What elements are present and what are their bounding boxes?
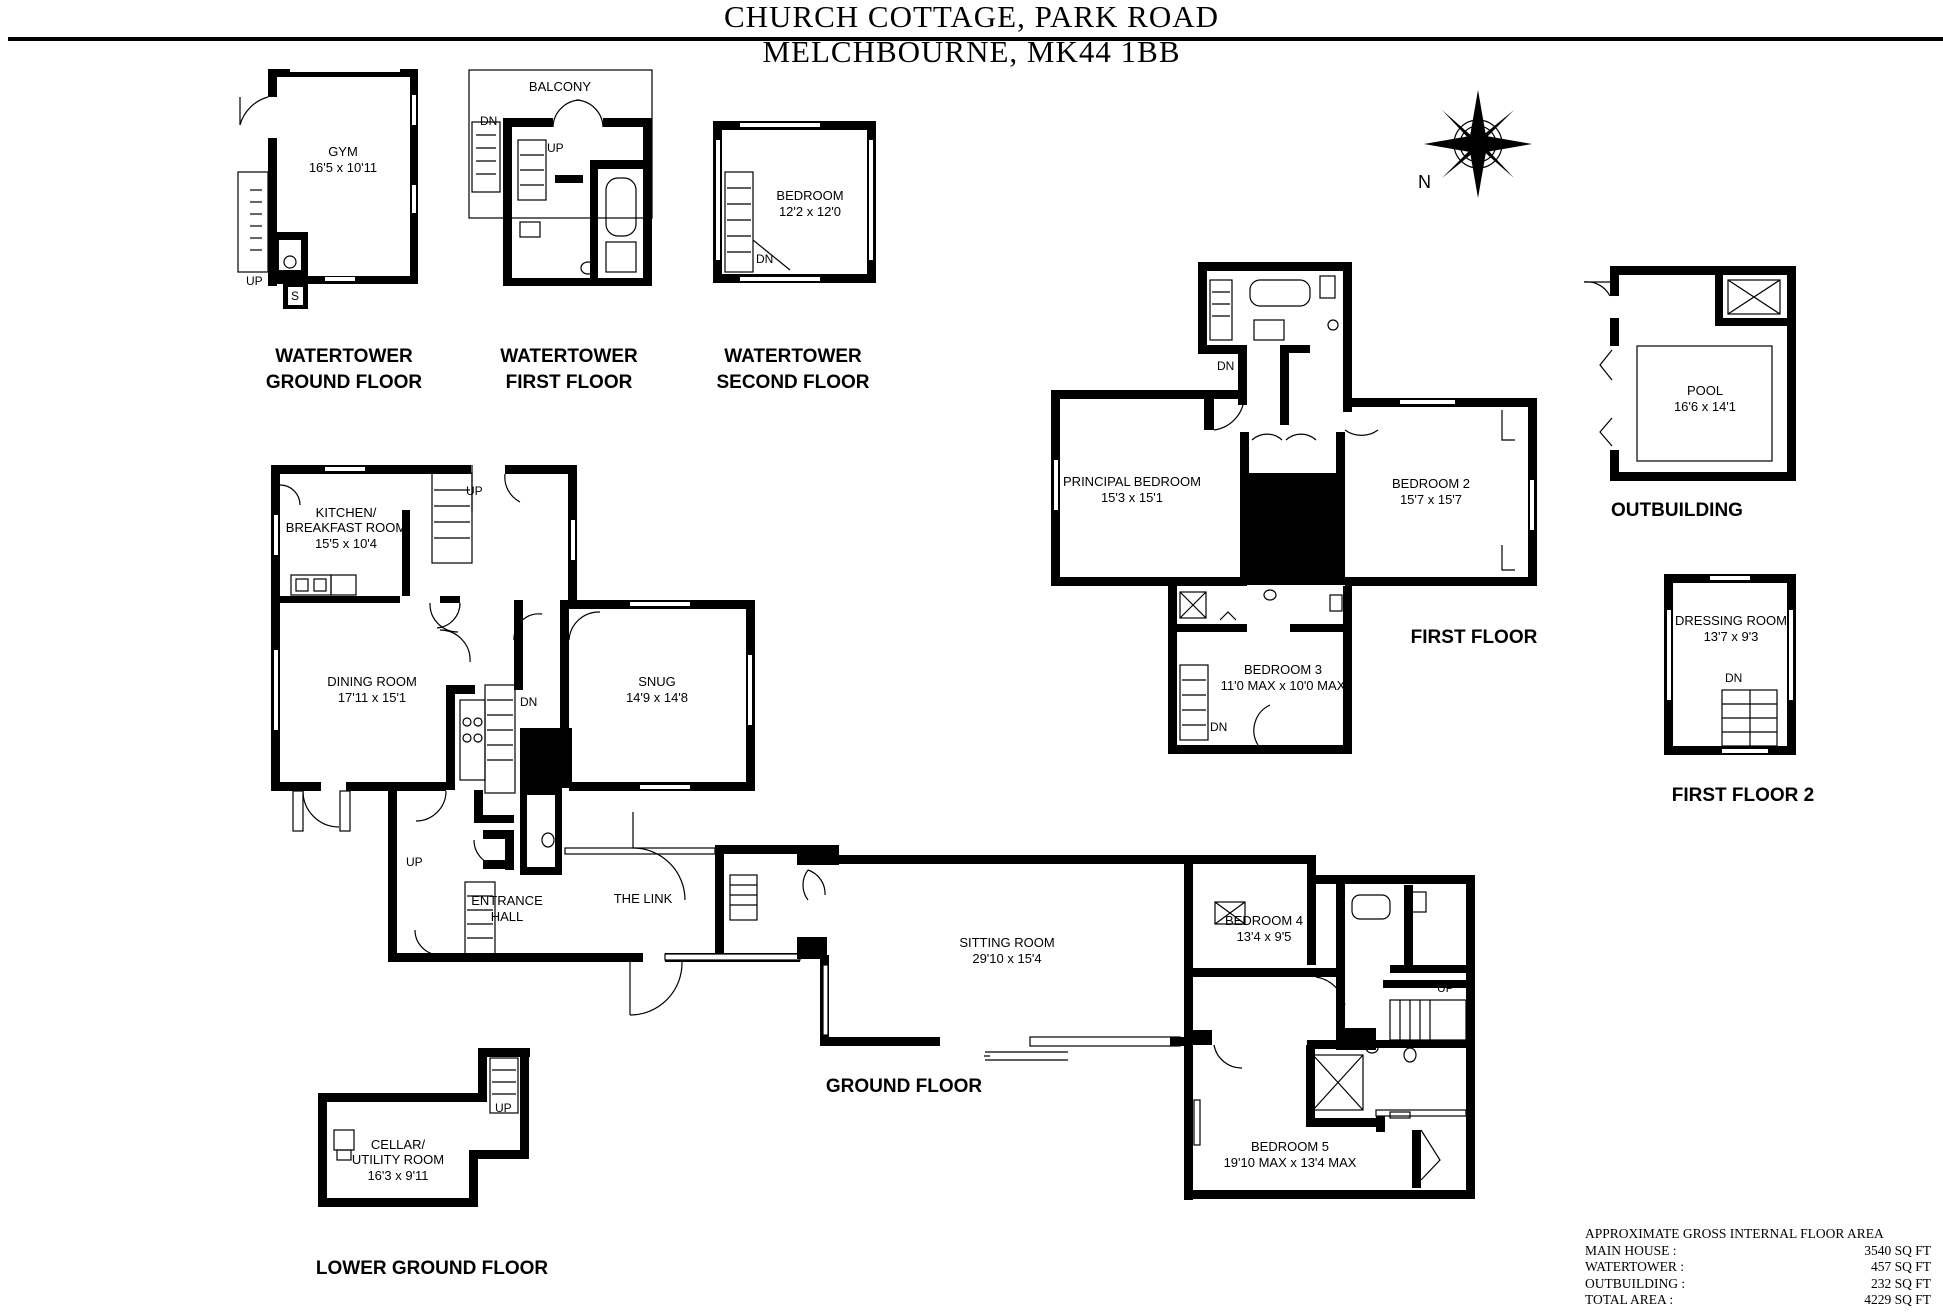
- stair-dn-label: DN: [1210, 720, 1227, 734]
- outbuilding-plan: [1583, 266, 1796, 481]
- area-summary-title: APPROXIMATE GROSS INTERNAL FLOOR AREA: [1585, 1226, 1884, 1241]
- watertower-ground-floor-plan: [237, 69, 418, 309]
- watertower-first-floor-label-1: WATERTOWER: [500, 346, 638, 367]
- area-row-watertower: WATERTOWER : 457 SQ FT: [1585, 1259, 1931, 1276]
- pool-size: 16'6 x 14'1: [1674, 399, 1736, 414]
- principal-bedroom-size: 15'3 x 15'1: [1101, 490, 1163, 505]
- dressing-room-label: DRESSING ROOM: [1675, 613, 1787, 628]
- area-row-label: MAIN HOUSE :: [1585, 1242, 1677, 1258]
- bedroom2-size: 15'7 x 15'7: [1400, 492, 1462, 507]
- watertower-first-floor-label-2: FIRST FLOOR: [506, 372, 633, 393]
- lower-ground-floor-label: LOWER GROUND FLOOR: [316, 1258, 548, 1279]
- watertower-second-floor-label-1: WATERTOWER: [724, 346, 862, 367]
- first-floor-label: FIRST FLOOR: [1411, 627, 1538, 648]
- area-row-outbuilding: OUTBUILDING : 232 SQ FT: [1585, 1276, 1931, 1293]
- title-rule: [8, 37, 1943, 41]
- kitchen-label-2: BREAKFAST ROOM: [286, 520, 406, 535]
- compass-rose-icon: [1424, 90, 1532, 198]
- stair-dn-label: DN: [1217, 359, 1234, 373]
- watertower-first-floor-plan: [468, 69, 653, 286]
- ground-floor-label: GROUND FLOOR: [826, 1076, 982, 1097]
- bedroom3-size: 11'0 MAX x 10'0 MAX: [1221, 678, 1346, 693]
- area-row-label: WATERTOWER :: [1585, 1259, 1685, 1274]
- bedroom4-label: BEDROOM 4: [1225, 913, 1303, 928]
- dining-room-label: DINING ROOM: [327, 674, 417, 689]
- watertower-ground-floor-label-2: GROUND FLOOR: [266, 372, 422, 393]
- cellar-size: 16'3 x 9'11: [367, 1168, 428, 1183]
- first-floor-2-label: FIRST FLOOR 2: [1672, 785, 1815, 806]
- bedroom5-size: 19'10 MAX x 13'4 MAX: [1224, 1155, 1357, 1170]
- stair-up-label: UP: [246, 274, 263, 288]
- property-title: CHURCH COTTAGE, PARK ROAD: [723, 0, 1220, 34]
- dressing-room-size: 13'7 x 9'3: [1704, 629, 1759, 644]
- first-floor-plan: [1051, 262, 1537, 754]
- watertower-second-floor-label-2: SECOND FLOOR: [716, 372, 869, 393]
- principal-bedroom-label: PRINCIPAL BEDROOM: [1063, 474, 1201, 489]
- kitchen-size: 15'5 x 10'4: [315, 536, 377, 551]
- area-row-value: 4229 SQ FT: [1864, 1292, 1931, 1307]
- bedroom5-label: BEDROOM 5: [1251, 1139, 1329, 1154]
- sitting-room-label: SITTING ROOM: [959, 935, 1054, 950]
- the-link-label: THE LINK: [614, 891, 673, 906]
- gym-label: GYM: [328, 144, 358, 159]
- cellar-label-2: UTILITY ROOM: [352, 1152, 444, 1167]
- pool-label: POOL: [1687, 383, 1723, 398]
- bedroom2-label: BEDROOM 2: [1392, 476, 1470, 491]
- snug-label: SNUG: [638, 674, 676, 689]
- first-floor-2-plan: [1664, 574, 1796, 755]
- watertower-ground-floor-label-1: WATERTOWER: [275, 346, 413, 367]
- area-row-label: OUTBUILDING :: [1585, 1275, 1686, 1291]
- lower-ground-floor-plan: [318, 1048, 530, 1207]
- ground-floor-plan: [271, 465, 1475, 1200]
- stair-dn-label: DN: [1725, 671, 1742, 685]
- area-row-value: 3540 SQ FT: [1864, 1242, 1931, 1258]
- balcony-label: BALCONY: [529, 79, 591, 94]
- stair-up-label: UP: [547, 141, 564, 155]
- entrance-hall-label-2: HALL: [491, 909, 524, 924]
- stair-up-label: UP: [495, 1101, 512, 1115]
- wt-bedroom-label: BEDROOM: [776, 188, 843, 203]
- property-address: MELCHBOURNE, MK44 1BB: [762, 34, 1181, 69]
- stair-up-label: UP: [466, 484, 483, 498]
- north-label: N: [1418, 172, 1431, 192]
- area-row-value: 232 SQ FT: [1870, 1275, 1931, 1291]
- area-row-value: 457 SQ FT: [1870, 1259, 1931, 1274]
- store-label: S: [291, 289, 299, 303]
- snug-size: 14'9 x 14'8: [626, 690, 688, 705]
- stair-dn-label: DN: [520, 695, 537, 709]
- wt-bedroom-size: 12'2 x 12'0: [779, 204, 841, 219]
- watertower-second-floor-plan: [713, 121, 876, 283]
- area-summary: APPROXIMATE GROSS INTERNAL FLOOR AREA MA…: [1585, 1226, 1931, 1309]
- area-row-label: TOTAL AREA :: [1585, 1292, 1674, 1307]
- stair-dn-label: DN: [756, 252, 773, 266]
- gym-size: 16'5 x 10'11: [309, 160, 377, 175]
- dining-room-size: 17'11 x 15'1: [338, 690, 406, 705]
- bedroom3-label: BEDROOM 3: [1244, 662, 1322, 677]
- cellar-label-1: CELLAR/: [371, 1137, 426, 1152]
- entrance-hall-label-1: ENTRANCE: [471, 893, 543, 908]
- sitting-room-size: 29'10 x 15'4: [972, 951, 1041, 966]
- outbuilding-label: OUTBUILDING: [1611, 500, 1743, 521]
- bedroom4-size: 13'4 x 9'5: [1237, 929, 1292, 944]
- area-row-main-house: MAIN HOUSE : 3540 SQ FT: [1585, 1243, 1931, 1260]
- stair-up-label: UP: [406, 855, 423, 869]
- area-row-total: TOTAL AREA : 4229 SQ FT: [1585, 1292, 1931, 1309]
- stair-up-label: UP: [1437, 981, 1454, 995]
- stair-dn-label: DN: [480, 114, 497, 128]
- kitchen-label-1: KITCHEN/: [316, 505, 377, 520]
